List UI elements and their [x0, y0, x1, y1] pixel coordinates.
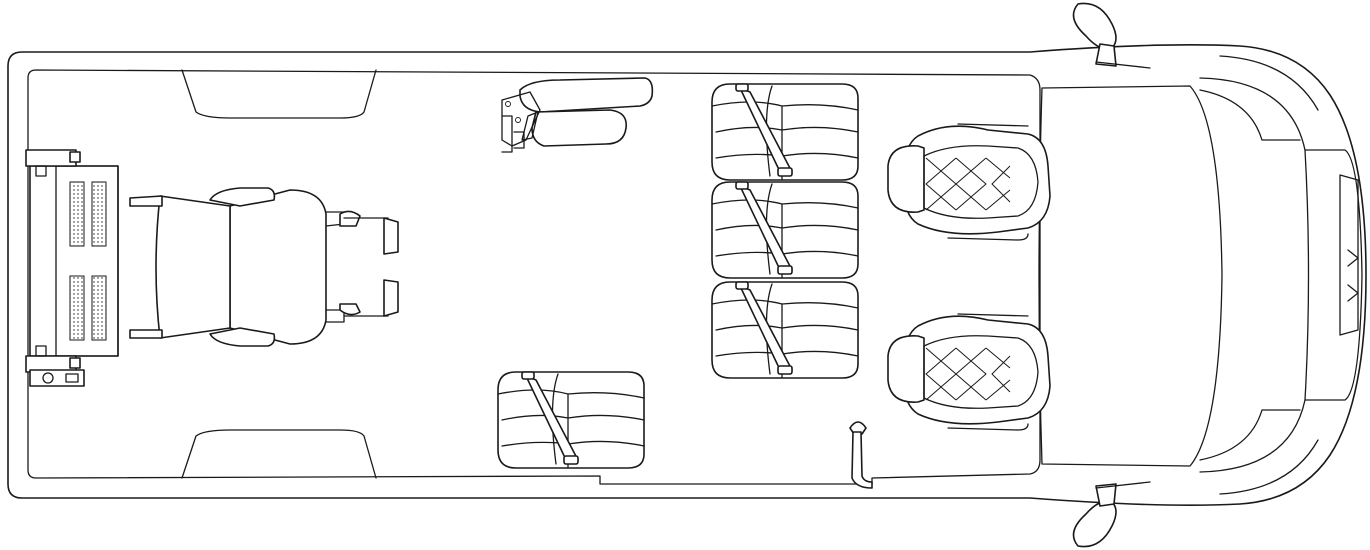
single-passenger-seat — [497, 371, 645, 469]
side-mirror-left — [1072, 2, 1151, 69]
wheelchair-lift — [25, 149, 119, 387]
side-mirror-right — [1072, 481, 1151, 548]
wheel-arch-rear-right — [181, 429, 377, 479]
wheelchair — [129, 187, 399, 347]
three-seat-bench — [711, 83, 859, 379]
wheel-arch-rear-left — [181, 69, 377, 119]
entry-grab-handle — [849, 421, 873, 489]
folding-jump-seat — [501, 77, 654, 153]
